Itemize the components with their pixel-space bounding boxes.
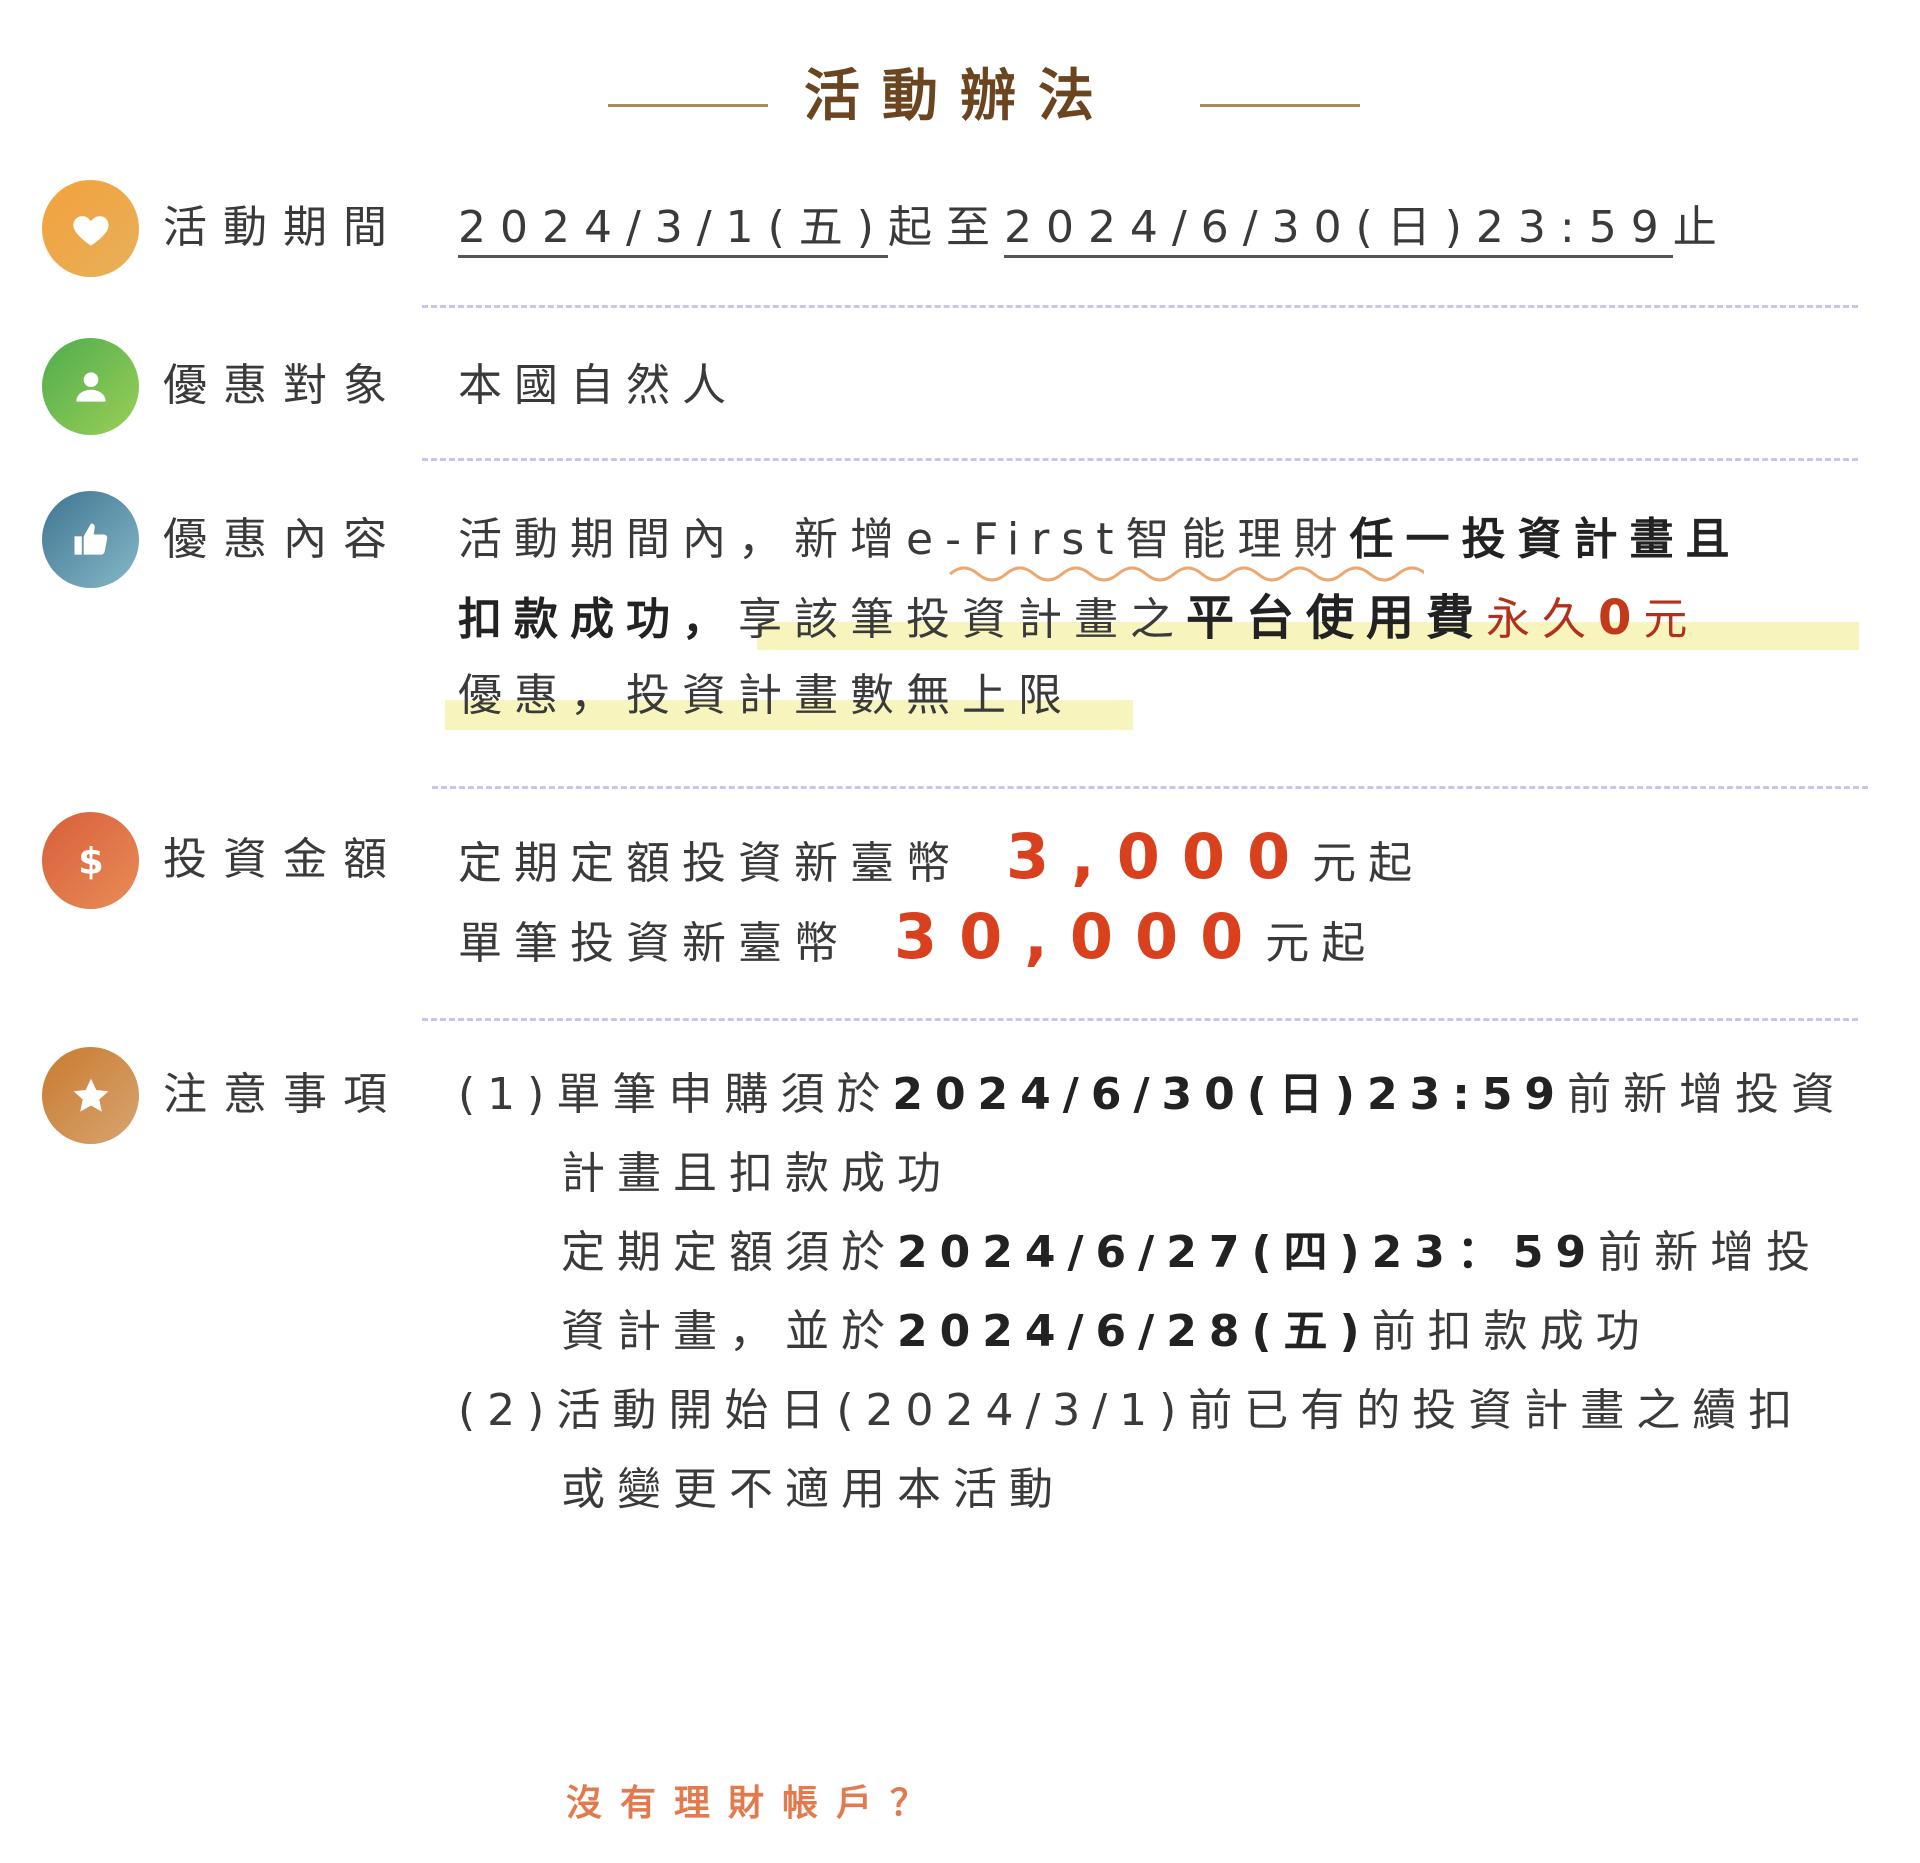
divider bbox=[422, 458, 1858, 461]
content-label: 優惠內容 bbox=[163, 514, 403, 565]
content-line-2: 扣款成功，享該筆投資計畫之平台使用費永久0元 bbox=[458, 588, 1699, 650]
content-text: 享該筆投資計畫之 bbox=[738, 594, 1186, 645]
period-end-date: 2024/6/30(日)23:59 bbox=[1003, 202, 1673, 258]
title-line-left bbox=[608, 104, 768, 107]
permanent-text: 永久 bbox=[1486, 594, 1599, 645]
period-connector: 起至 bbox=[887, 202, 1004, 253]
amount-single-prefix: 單筆投資新臺幣 bbox=[458, 918, 850, 969]
user-icon bbox=[42, 338, 139, 435]
page-title: 活動辦法 bbox=[804, 64, 1116, 129]
currency-text: 元 bbox=[1643, 594, 1700, 645]
period-value: 2024/3/1(五)起至2024/6/30(日)23:59止 bbox=[458, 198, 1731, 258]
note-text: 資計畫，並於 bbox=[561, 1306, 897, 1357]
content-text: 任一投資計畫且 bbox=[1349, 514, 1742, 565]
note-1-line-3: 定期定額須於2024/6/27(四)23：59前新增投 bbox=[561, 1223, 1822, 1283]
note-text: 前新增投 bbox=[1598, 1227, 1823, 1278]
content-line-3: 優惠，投資計畫數無上限 bbox=[458, 670, 1074, 721]
note-1-line-1: (1)單筆申購須於2024/6/30(日)23:59前新增投資 bbox=[458, 1065, 1847, 1125]
notes-label: 注意事項 bbox=[163, 1069, 403, 1120]
period-label: 活動期間 bbox=[163, 202, 403, 253]
target-value: 本國自然人 bbox=[458, 360, 738, 411]
note-1-line-2: 計畫且扣款成功 bbox=[561, 1148, 953, 1199]
zero-value: 0 bbox=[1598, 590, 1644, 646]
note-number: (1) bbox=[458, 1069, 557, 1120]
note-1-line-4: 資計畫，並於2024/6/28(五)前扣款成功 bbox=[561, 1302, 1652, 1362]
period-start-date: 2024/3/1(五) bbox=[458, 202, 888, 258]
note-text: 活動開始日(2024/3/1)前已有的投資計畫之續扣 bbox=[556, 1385, 1805, 1436]
thumbs-up-icon bbox=[42, 491, 139, 588]
amount-row-single: 單筆投資新臺幣 30,000元起 bbox=[458, 902, 1377, 979]
platform-fee: 平台使用費 bbox=[1186, 590, 1487, 646]
note-2-line-1: (2)活動開始日(2024/3/1)前已有的投資計畫之續扣 bbox=[458, 1381, 1804, 1441]
title-line-right bbox=[1200, 104, 1360, 107]
amount-single-suffix: 元起 bbox=[1265, 918, 1378, 969]
target-label: 優惠對象 bbox=[163, 360, 403, 411]
svg-text:$: $ bbox=[78, 839, 104, 882]
note-number: (2) bbox=[458, 1385, 557, 1436]
note-text: 定期定額須於 bbox=[561, 1227, 897, 1278]
amount-regular-suffix: 元起 bbox=[1312, 838, 1425, 889]
content-text: 活動期間內，新增 bbox=[458, 514, 906, 565]
note-text: 前新增投資 bbox=[1567, 1069, 1848, 1120]
dollar-icon: $ bbox=[42, 812, 139, 909]
note-date: 2024/6/27(四)23：59 bbox=[897, 1227, 1599, 1278]
note-2-line-2: 或變更不適用本活動 bbox=[561, 1464, 1065, 1515]
divider bbox=[422, 1018, 1858, 1021]
divider bbox=[432, 786, 1868, 789]
heart-icon bbox=[42, 180, 139, 277]
amount-label: 投資金額 bbox=[163, 834, 403, 885]
wavy-underline bbox=[949, 566, 1424, 582]
period-suffix: 止 bbox=[1672, 202, 1731, 253]
amount-single-value: 30,000 bbox=[894, 900, 1266, 973]
amount-row-regular: 定期定額投資新臺幣 3,000元起 bbox=[458, 822, 1424, 899]
note-text: 前扣款成功 bbox=[1371, 1306, 1652, 1357]
note-date: 2024/6/28(五) bbox=[897, 1306, 1372, 1357]
content-text: 扣款成功， bbox=[458, 594, 738, 645]
amount-regular-prefix: 定期定額投資新臺幣 bbox=[458, 838, 962, 889]
divider bbox=[422, 305, 1858, 308]
note-date: 2024/6/30(日)23:59 bbox=[892, 1069, 1568, 1120]
content-line-1: 活動期間內，新增e-First智能理財任一投資計畫且 bbox=[458, 510, 1742, 570]
open-account-link[interactable]: 沒有理財帳戶？ bbox=[566, 1783, 945, 1824]
amount-regular-value: 3,000 bbox=[1006, 820, 1313, 893]
note-text: 單筆申購須於 bbox=[556, 1069, 893, 1120]
highlight bbox=[445, 700, 1133, 730]
product-name: e-First智能理財 bbox=[906, 514, 1350, 565]
highlight bbox=[757, 622, 1859, 650]
star-icon bbox=[42, 1047, 139, 1144]
